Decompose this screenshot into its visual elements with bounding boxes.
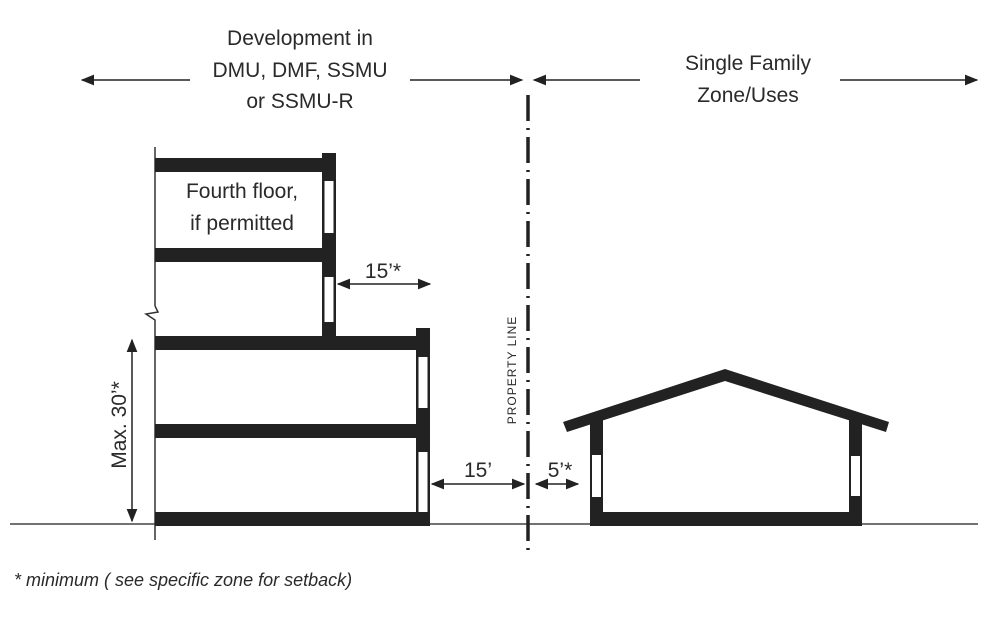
- side-setback-label: 5’*: [548, 459, 573, 482]
- header-right: Single Family Zone/Uses: [532, 52, 979, 107]
- stepback-label: 15’*: [365, 260, 401, 283]
- floor-slab-4: [155, 248, 335, 262]
- window: [592, 455, 601, 497]
- roof-slab-upper: [155, 158, 335, 172]
- header-left: Development in DMU, DMF, SSMU or SSMU-R: [80, 27, 524, 113]
- max-height-label: Max. 30’*: [108, 381, 131, 469]
- development-building: Fourth floor, if permitted: [144, 147, 430, 540]
- break-line: [144, 305, 160, 540]
- footnote: * minimum ( see specific zone for setbac…: [14, 570, 352, 590]
- header-right-line-2: Zone/Uses: [697, 84, 799, 107]
- header-left-line-3: or SSMU-R: [246, 90, 353, 113]
- header-right-line-1: Single Family: [685, 52, 812, 75]
- fourth-floor-label-1: Fourth floor,: [186, 180, 298, 203]
- window: [324, 181, 334, 233]
- window: [851, 456, 860, 496]
- single-family-house: [563, 369, 889, 526]
- fourth-floor-label-2: if permitted: [190, 212, 294, 235]
- house-roof: [563, 369, 889, 432]
- window: [418, 357, 428, 408]
- floor-slab-3: [155, 336, 430, 350]
- rear-setback-label: 15’: [464, 459, 492, 482]
- window: [418, 452, 428, 512]
- floor-slab-2: [155, 424, 430, 438]
- header-left-line-1: Development in: [227, 27, 373, 50]
- header-left-line-2: DMU, DMF, SSMU: [213, 59, 388, 82]
- floor-slab-1: [155, 512, 430, 526]
- house-floor: [590, 512, 862, 526]
- window: [324, 277, 334, 322]
- property-line-label: PROPERTY LINE: [505, 316, 519, 425]
